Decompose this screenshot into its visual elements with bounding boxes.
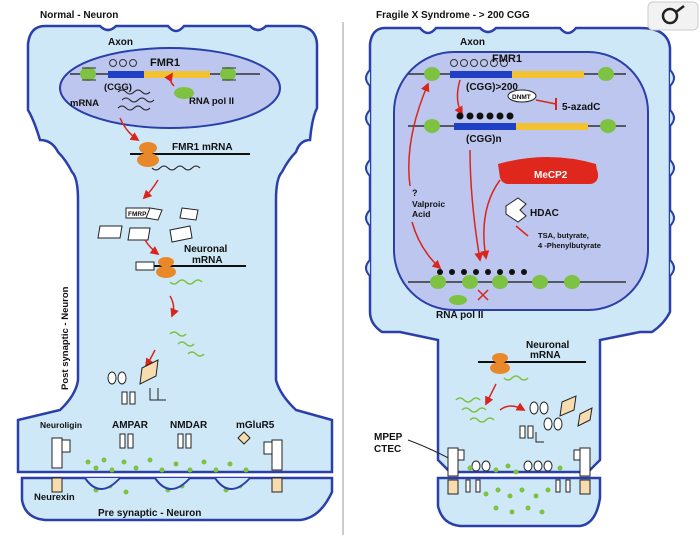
left-neurotransmitter-dots bbox=[85, 457, 249, 495]
right-ribosome bbox=[490, 353, 510, 374]
left-fmr1-mrna-label: FMR1 mRNA bbox=[172, 142, 233, 153]
left-fmr1-label: FMR1 bbox=[150, 57, 180, 69]
left-fmr1-promoter bbox=[108, 71, 144, 78]
right-histone-icon-4 bbox=[600, 119, 616, 133]
mecp2-label: MeCP2 bbox=[534, 170, 568, 181]
right-cggn-label: (CGG)n bbox=[466, 134, 502, 145]
mglur5-label: mGluR5 bbox=[236, 420, 275, 431]
mpep-label: MPEP bbox=[374, 432, 403, 443]
azadc-label: 5-azadC bbox=[562, 102, 600, 113]
dnmt-label: DNMT bbox=[512, 94, 531, 101]
right-presynaptic-terminal bbox=[436, 476, 602, 528]
right-protein-squiggles bbox=[455, 397, 495, 423]
ctec-label: CTEC bbox=[374, 444, 401, 455]
pre-synaptic-label: Pre synaptic - Neuron bbox=[98, 508, 201, 519]
right-neuronal-label: Neuronal bbox=[526, 340, 570, 351]
left-histone-icon-1 bbox=[80, 67, 96, 81]
left-histone-icon-2 bbox=[220, 67, 236, 81]
hdac-icon bbox=[505, 197, 527, 223]
right-fmr1-promoter-methylated bbox=[454, 123, 516, 130]
ampar-label: AMPAR bbox=[112, 420, 149, 431]
left-protein-squiggles bbox=[169, 331, 205, 357]
left-panel: FMR1 (CGG) mRNA RNA pol II Axon Normal -… bbox=[16, 10, 334, 522]
right-histone-icon-1 bbox=[424, 67, 440, 81]
right-rna-pol-label: RNA pol II bbox=[436, 310, 484, 321]
left-ribosome-1 bbox=[137, 142, 159, 167]
neuroligin-label: Neuroligin bbox=[40, 420, 82, 430]
left-rna-pol-label: RNA pol II bbox=[189, 96, 234, 107]
left-mrna-label: mRNA bbox=[70, 98, 99, 109]
left-receptor-parts bbox=[107, 359, 166, 405]
dnmt-icon bbox=[507, 89, 537, 103]
right-histone-icon-3 bbox=[424, 119, 440, 133]
left-neuron-body bbox=[16, 24, 334, 474]
left-synapse-receptors bbox=[51, 431, 283, 493]
left-axon-label: Axon bbox=[108, 37, 133, 48]
right-histones-bottom bbox=[430, 275, 580, 289]
left-rna-pol-icon bbox=[174, 87, 194, 99]
left-fmrp-proteins bbox=[97, 207, 199, 243]
left-title: Normal - Neuron bbox=[40, 10, 118, 21]
right-neuronal-mrna-label: mRNA bbox=[530, 350, 561, 361]
right-synapse-receptors bbox=[447, 447, 591, 495]
right-rna-pol-icon bbox=[449, 295, 467, 305]
right-fmr1-promoter-top bbox=[450, 71, 512, 78]
tsa-label-1: TSA, butyrate, bbox=[538, 231, 589, 240]
right-histone-icon-2 bbox=[598, 67, 614, 81]
right-fmr1-label: FMR1 bbox=[492, 53, 522, 65]
right-cgg200-label: (CGG)>200 bbox=[466, 82, 518, 93]
left-mrna-squiggles bbox=[117, 89, 155, 111]
valproic-label-1: Valproic bbox=[412, 199, 445, 209]
right-title: Fragile X Syndrome - > 200 CGG bbox=[376, 10, 530, 21]
right-methyl-dots bbox=[456, 112, 514, 120]
right-cgg-circles-top bbox=[450, 59, 508, 67]
left-fmr1-gene bbox=[144, 71, 210, 78]
nmdar-label: NMDAR bbox=[170, 420, 208, 431]
tsa-label-2: 4 -Phenylbutyrate bbox=[538, 241, 601, 250]
right-fmr1-gene-top bbox=[512, 71, 584, 78]
right-neurotransmitter-dots bbox=[467, 463, 563, 515]
left-fmrp-label: FMRP bbox=[128, 211, 147, 218]
valproic-label-2: Acid bbox=[412, 209, 430, 219]
left-cgg-label: (CGG) bbox=[104, 82, 132, 93]
right-bottom-dots bbox=[437, 269, 527, 275]
right-panel: Fragile X Syndrome - > 200 CGG Axon FMR1… bbox=[365, 10, 675, 528]
post-synaptic-label: Post synaptic - Neuron bbox=[60, 286, 71, 390]
hdac-label: HDAC bbox=[530, 208, 559, 219]
right-axon-label: Axon bbox=[460, 37, 485, 48]
left-cgg-circles bbox=[109, 59, 137, 67]
neurexin-label: Neurexin bbox=[34, 492, 75, 503]
left-ribosome-2 bbox=[156, 257, 176, 278]
right-receptor-parts bbox=[519, 395, 593, 443]
right-fmr1-gene-methylated bbox=[516, 123, 588, 130]
left-neuronal-label: Neuronal bbox=[184, 244, 228, 255]
left-neuronal-mrna-label: mRNA bbox=[192, 255, 223, 266]
valproic-q: ? bbox=[412, 188, 418, 198]
camera-icon[interactable] bbox=[647, 1, 699, 31]
